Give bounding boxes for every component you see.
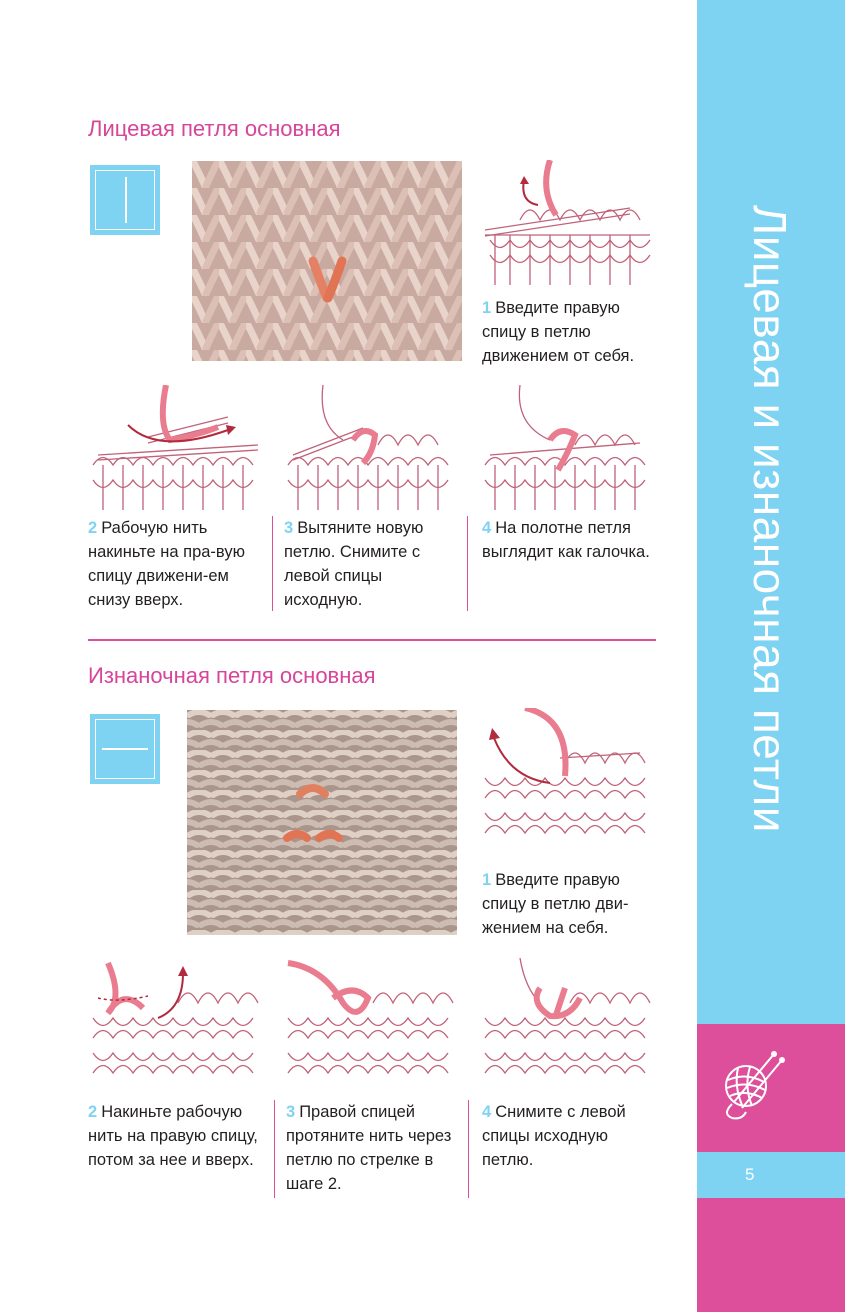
vertical-line-symbol-icon bbox=[125, 177, 127, 223]
sidebar-page-band bbox=[697, 1152, 845, 1198]
purl-step3-diagram bbox=[287, 960, 454, 1075]
knit-section-title: Лицевая петля основная bbox=[88, 116, 341, 141]
purl-step4-diagram bbox=[484, 958, 651, 1075]
knit-step3-diagram bbox=[287, 385, 449, 510]
knit-step4-diagram bbox=[484, 385, 646, 510]
knit-step1-diagram bbox=[484, 160, 651, 285]
knit-step2-diagram bbox=[92, 385, 259, 510]
knit-divider-1 bbox=[272, 516, 273, 611]
purl-section-title: Изнаночная петля основная bbox=[88, 663, 376, 688]
knit-symbol bbox=[90, 165, 160, 235]
knit-stitch-photo bbox=[192, 161, 462, 361]
sidebar-pink-panel bbox=[697, 1024, 845, 1152]
chapter-title: Лицевая и изнаночная петли bbox=[744, 205, 796, 833]
purl-divider-1 bbox=[274, 1100, 275, 1198]
knit-divider-2 bbox=[467, 516, 468, 611]
purl-step1-diagram bbox=[484, 708, 646, 835]
purl-stitch-photo bbox=[187, 710, 457, 935]
page-number: 5 bbox=[745, 1165, 755, 1184]
sidebar-pink-bottom bbox=[697, 1198, 845, 1312]
purl-step2-diagram bbox=[92, 961, 259, 1075]
section-divider bbox=[88, 639, 656, 641]
sidebar-blue-panel bbox=[697, 0, 845, 1024]
purl-divider-2 bbox=[468, 1100, 469, 1198]
yarn-ball-logo-icon bbox=[725, 1051, 785, 1120]
purl-symbol bbox=[90, 714, 160, 784]
horizontal-line-symbol-icon bbox=[102, 748, 148, 750]
